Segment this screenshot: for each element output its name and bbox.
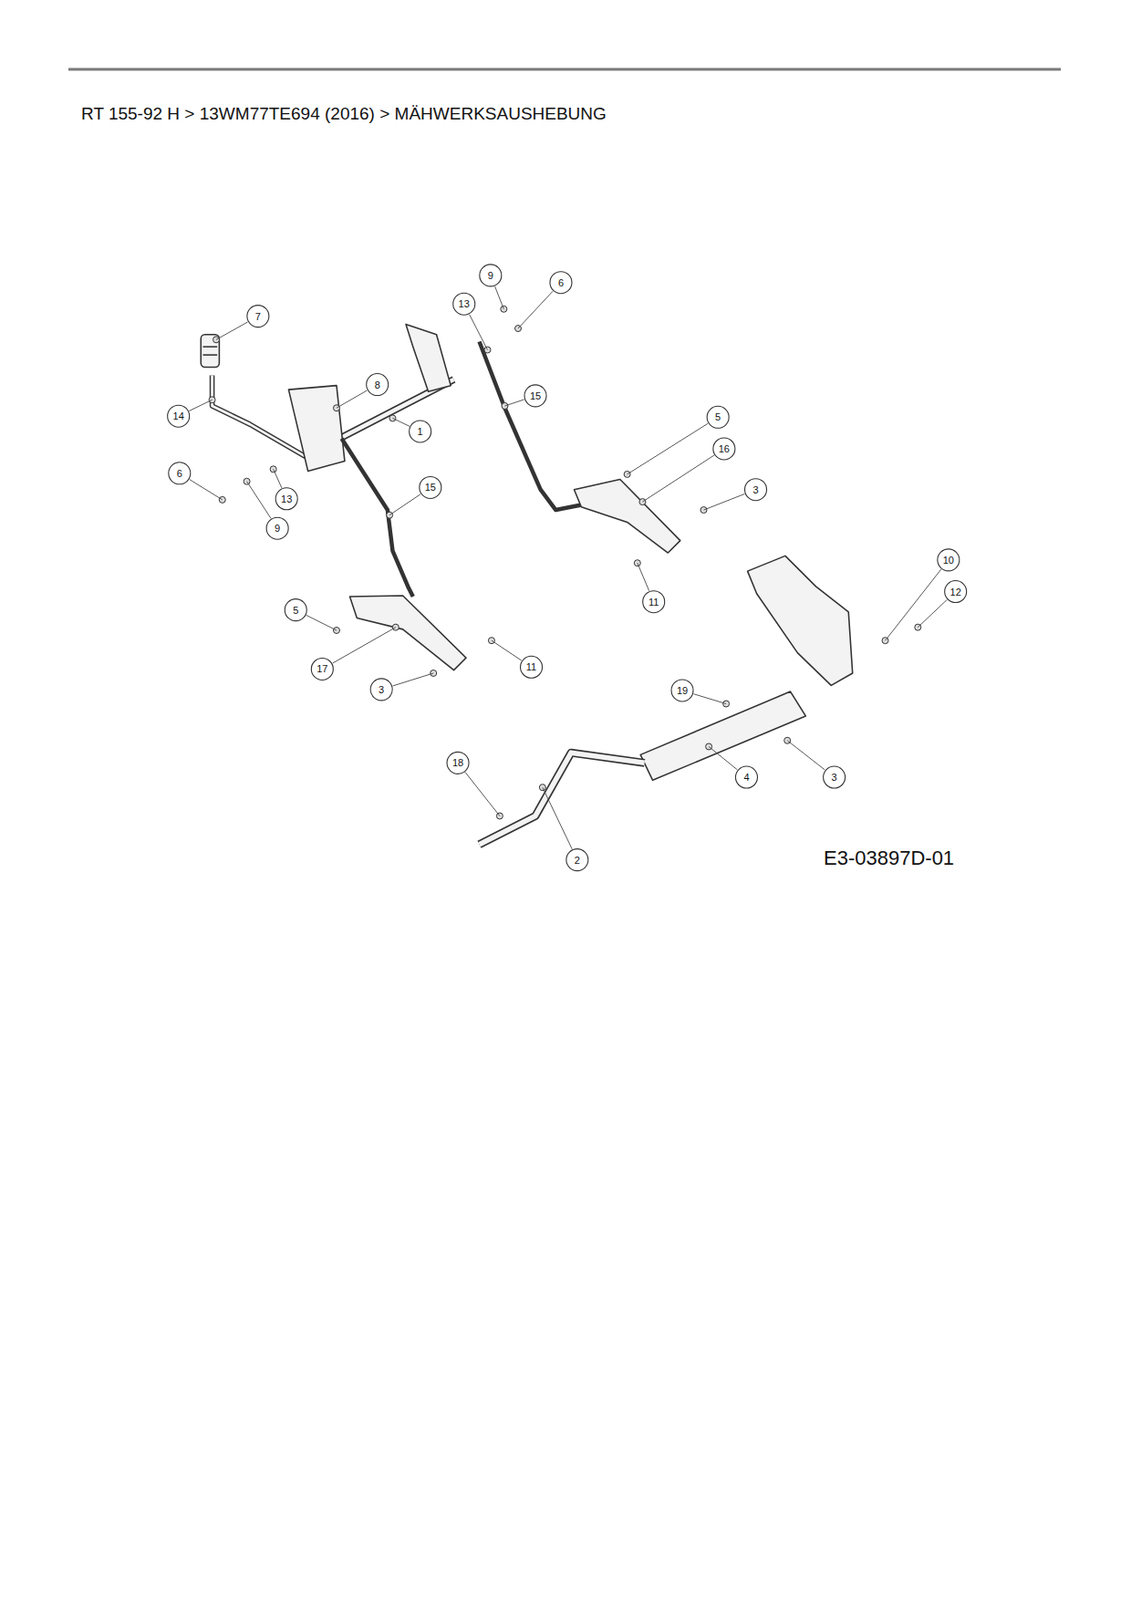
- callout-number: 17: [311, 662, 333, 675]
- callout-circle: [713, 437, 736, 460]
- callout-number: 4: [736, 770, 757, 784]
- callout-circle: [275, 487, 298, 510]
- leader-line: [332, 627, 396, 664]
- callout-number: 18: [447, 756, 468, 769]
- callout-circle: [266, 517, 289, 540]
- leader-line: [504, 399, 524, 406]
- callout-number: 3: [371, 683, 392, 696]
- callout-number: 13: [276, 492, 297, 506]
- callout-number: 6: [550, 276, 571, 290]
- callout-number: 11: [521, 660, 542, 674]
- callout-number: 5: [707, 410, 728, 424]
- lift-link: [350, 595, 467, 671]
- drawing-code: E3-03897D-01: [823, 846, 955, 871]
- callout-number: 8: [367, 378, 388, 392]
- leader-line: [273, 468, 282, 488]
- leader-line: [306, 614, 337, 631]
- leader-line: [787, 740, 825, 770]
- callout-circle: [735, 766, 758, 789]
- callout-circle: [671, 679, 694, 702]
- leader-line: [491, 640, 522, 661]
- leader-line: [392, 417, 409, 426]
- callout-circle: [520, 655, 543, 678]
- callout-circle: [566, 849, 589, 872]
- callout-circle: [524, 384, 547, 407]
- callout-number: 3: [746, 483, 767, 497]
- callout-number: 7: [248, 310, 269, 323]
- callout-number: 11: [643, 595, 665, 609]
- shaft: [479, 752, 645, 845]
- callout-circle: [549, 271, 572, 294]
- callout-circle: [479, 264, 502, 287]
- leader-line: [693, 694, 727, 705]
- plate: [288, 385, 344, 472]
- leader-line: [495, 286, 505, 310]
- callout-number: 15: [420, 480, 441, 494]
- callout-circle: [937, 549, 960, 571]
- plate: [405, 324, 451, 393]
- callout-circle: [409, 420, 432, 443]
- callout-number: 9: [480, 269, 501, 282]
- callout-circle: [706, 405, 729, 428]
- callout-circle: [311, 657, 333, 680]
- header-rule: [68, 68, 1061, 72]
- tube: [640, 691, 806, 780]
- leader-line: [885, 569, 942, 641]
- lift-link: [573, 479, 680, 554]
- callout-circle: [745, 478, 768, 501]
- leader-line: [389, 494, 421, 516]
- callout-number: 13: [454, 297, 475, 311]
- leader-line: [469, 314, 488, 351]
- callout-circle: [453, 292, 476, 315]
- callout-circle: [446, 751, 469, 774]
- leader-line: [637, 562, 650, 592]
- leader-line: [189, 479, 223, 500]
- lift-rod: [479, 342, 582, 510]
- leader-line: [336, 390, 367, 408]
- leader-line: [188, 399, 212, 411]
- callout-number: 16: [714, 442, 735, 456]
- leader-line: [216, 321, 249, 340]
- callout-number: 5: [285, 603, 306, 617]
- leader-line: [704, 493, 746, 510]
- leader-line: [247, 481, 271, 519]
- leader-line: [708, 746, 737, 769]
- callout-number: 12: [945, 585, 966, 599]
- callout-number: 15: [525, 389, 546, 403]
- leader-line: [627, 423, 709, 475]
- callout-number: 6: [169, 466, 190, 480]
- callout-number: 3: [824, 770, 845, 784]
- callout-number: 19: [672, 684, 693, 697]
- callout-number: 1: [410, 425, 431, 438]
- callout-circle: [823, 766, 846, 789]
- leader-line: [542, 787, 572, 850]
- callout-number: 10: [938, 553, 959, 567]
- callout-circle: [247, 305, 270, 328]
- lift-rod: [342, 438, 414, 597]
- callout-circle: [944, 581, 967, 603]
- leader-line: [518, 290, 553, 329]
- callout-circle: [366, 373, 389, 396]
- callout-number: 9: [267, 521, 288, 535]
- callout-circle: [419, 476, 442, 499]
- callout-circle: [370, 678, 393, 701]
- leader-line: [642, 455, 715, 502]
- leader-line: [917, 599, 947, 627]
- leader-line: [393, 673, 435, 686]
- callout-circle: [167, 404, 190, 427]
- callout-circle: [643, 591, 665, 613]
- callout-circle: [284, 599, 307, 622]
- bracket: [747, 555, 853, 685]
- leader-line: [465, 772, 500, 817]
- callout-number: 14: [168, 409, 189, 423]
- title: RT 155-92 H > 13WM77TE694 (2016) > MÄHWE…: [81, 103, 607, 125]
- callout-circle: [168, 462, 191, 485]
- callout-number: 2: [567, 853, 588, 867]
